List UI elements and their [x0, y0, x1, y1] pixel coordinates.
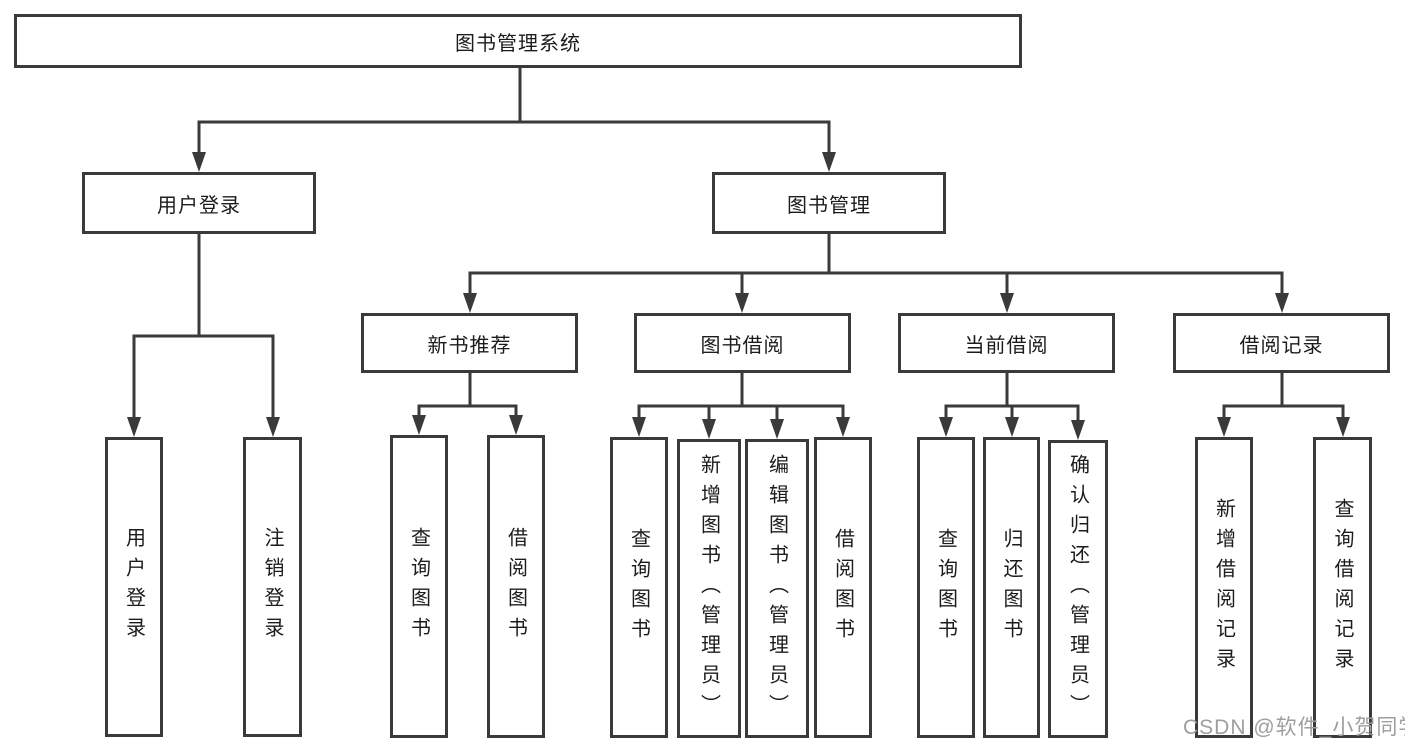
- node-book-management: 图书管理: [712, 172, 946, 234]
- leaf-query-books-recommend: 查询图书: [390, 435, 448, 738]
- node-new-book-recommend: 新书推荐: [361, 313, 578, 373]
- node-library-management-system: 图书管理系统: [14, 14, 1022, 68]
- leaf-query-books-current: 查询图书: [917, 437, 975, 738]
- leaf-edit-book-admin: 编辑图书（管理员）: [745, 439, 809, 738]
- csdn-watermark: CSDN @软件_小贺同学: [1183, 716, 1405, 739]
- leaf-confirm-return-admin: 确认归还（管理员）: [1048, 440, 1108, 738]
- leaf-borrow-books: 借阅图书: [814, 437, 872, 738]
- node-book-borrow: 图书借阅: [634, 313, 851, 373]
- leaf-logout: 注销登录: [243, 437, 302, 737]
- arrowheads: [127, 152, 1350, 440]
- leaf-add-book-admin: 新增图书（管理员）: [677, 439, 741, 738]
- node-current-borrow: 当前借阅: [898, 313, 1115, 373]
- leaf-return-book: 归还图书: [983, 437, 1040, 738]
- leaf-query-borrow-record: 查询借阅记录: [1313, 437, 1372, 738]
- leaf-borrow-books-recommend: 借阅图书: [487, 435, 545, 738]
- node-borrow-records: 借阅记录: [1173, 313, 1390, 373]
- leaf-add-borrow-record: 新增借阅记录: [1195, 437, 1253, 738]
- leaf-query-books-borrow: 查询图书: [610, 437, 668, 738]
- leaf-user-login: 用户登录: [105, 437, 163, 737]
- node-user-login: 用户登录: [82, 172, 316, 234]
